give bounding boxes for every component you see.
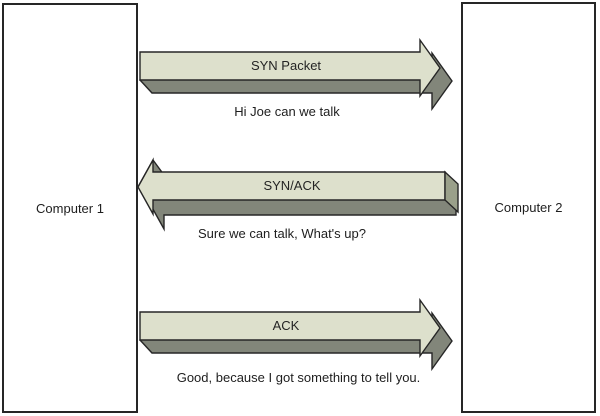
node-computer-1-label: Computer 1 <box>36 200 104 216</box>
synack-arrow-left-icon <box>137 157 459 232</box>
node-computer-1: Computer 1 <box>2 3 138 413</box>
node-computer-2: Computer 2 <box>461 2 596 413</box>
syn-caption: Hi Joe can we talk <box>234 104 340 119</box>
syn-arrow-face <box>139 37 441 99</box>
synack-caption: Sure we can talk, What's up? <box>198 226 366 241</box>
ack-arrow-right-icon <box>139 297 453 372</box>
syn-arrow-right-icon <box>139 37 453 112</box>
synack-arrow-endcap <box>444 170 459 214</box>
ack-arrow-face <box>139 297 441 359</box>
node-computer-2-label: Computer 2 <box>494 200 563 215</box>
ack-caption: Good, because I got something to tell yo… <box>176 370 421 385</box>
